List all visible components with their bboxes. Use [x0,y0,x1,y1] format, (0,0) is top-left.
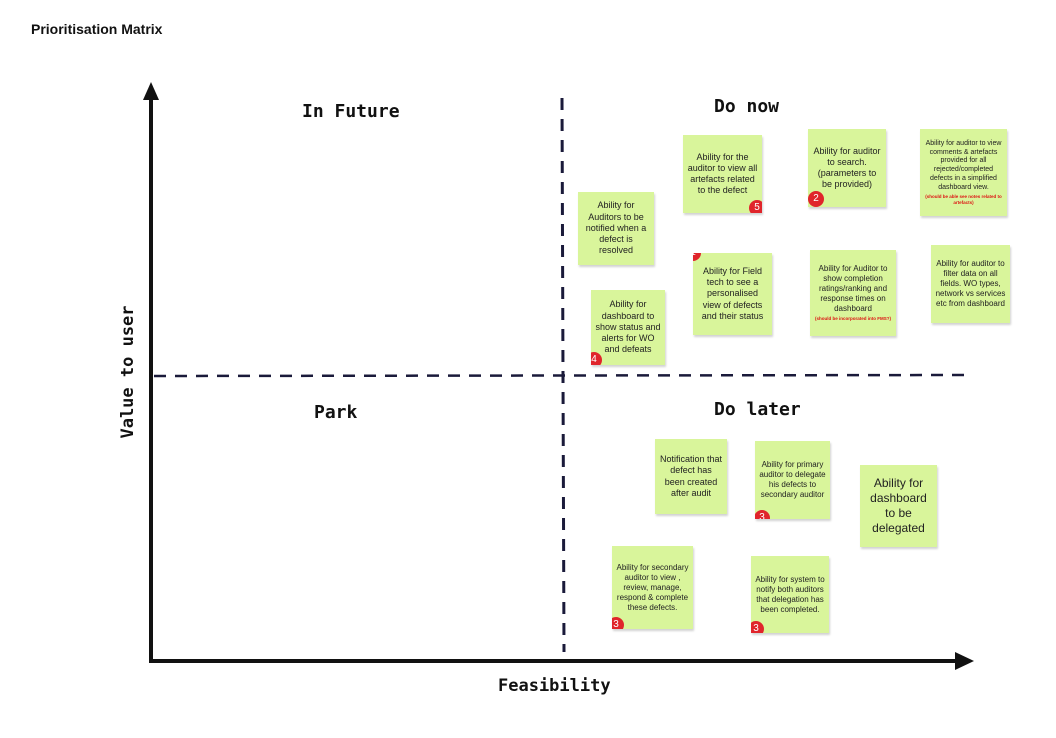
priority-badge: 4 [591,352,602,365]
note-text: Ability for the auditor to view all arte… [687,151,758,196]
sticky-note[interactable]: Ability for auditor to view comments & a… [920,129,1007,216]
y-axis-label: Value to user [118,305,138,439]
note-text: Ability for secondary auditor to view , … [616,562,689,612]
sticky-note[interactable]: Ability for dashboard to be delegated [860,465,937,547]
note-text: Ability for primary auditor to delegate … [759,460,826,499]
note-text: Ability for auditor to filter data on al… [935,259,1006,308]
note-text: Ability for dashboard to show status and… [595,299,661,355]
quadrant-park: Park [314,402,358,423]
sticky-note[interactable]: Notification that defect has been create… [655,439,727,514]
x-axis-label: Feasibility [498,676,611,696]
sticky-note[interactable]: Ability for Auditor to show completion r… [810,250,896,336]
priority-badge: 2 [808,191,824,207]
note-subtext: (should be incorporated into FMS?) [815,316,891,322]
note-text: Ability for system to notify both audito… [755,574,825,614]
note-text: Ability for Auditor to show completion r… [818,264,888,314]
sticky-note[interactable]: Ability for secondary auditor to view , … [612,546,693,629]
note-text: Ability for auditor to search. (paramete… [813,145,881,190]
note-text: Notification that defect has been create… [659,454,723,498]
note-subtext: (should be able see notes related to art… [925,194,1002,205]
note-text: Ability for auditor to view comments & a… [925,139,1002,191]
priority-badge: 3 [751,621,764,633]
sticky-note[interactable]: Ability for primary auditor to delegate … [755,441,830,519]
priority-badge: 1 [693,253,701,261]
quadrant-do-now: Do now [714,96,780,117]
sticky-note[interactable]: Ability for dashboard to show status and… [591,290,665,365]
sticky-note[interactable]: Ability for auditor to search. (paramete… [808,129,886,207]
priority-badge: 3 [612,617,624,629]
priority-badge: 5 [749,200,762,213]
priority-badge: 3 [755,510,770,519]
quadrant-do-later: Do later [714,399,801,420]
sticky-note[interactable]: Ability for the auditor to view all arte… [683,135,762,213]
sticky-note[interactable]: Ability for auditor to filter data on al… [931,245,1010,323]
sticky-note[interactable]: Ability for Auditors to be notified when… [578,192,654,265]
sticky-note[interactable]: Ability for system to notify both audito… [751,556,829,633]
x-axis-arrowhead [955,652,974,670]
y-axis-arrowhead [143,82,159,100]
sticky-note[interactable]: Ability for Field tech to see a personal… [693,253,772,335]
note-text: Ability for Field tech to see a personal… [701,265,764,321]
page-title: Prioritisation Matrix [31,21,163,37]
horizontal-divider [153,373,973,378]
note-text: Ability for Auditors to be notified when… [585,200,647,256]
note-text: Ability for dashboard to be delegated [870,476,927,535]
quadrant-in-future: In Future [302,101,400,122]
